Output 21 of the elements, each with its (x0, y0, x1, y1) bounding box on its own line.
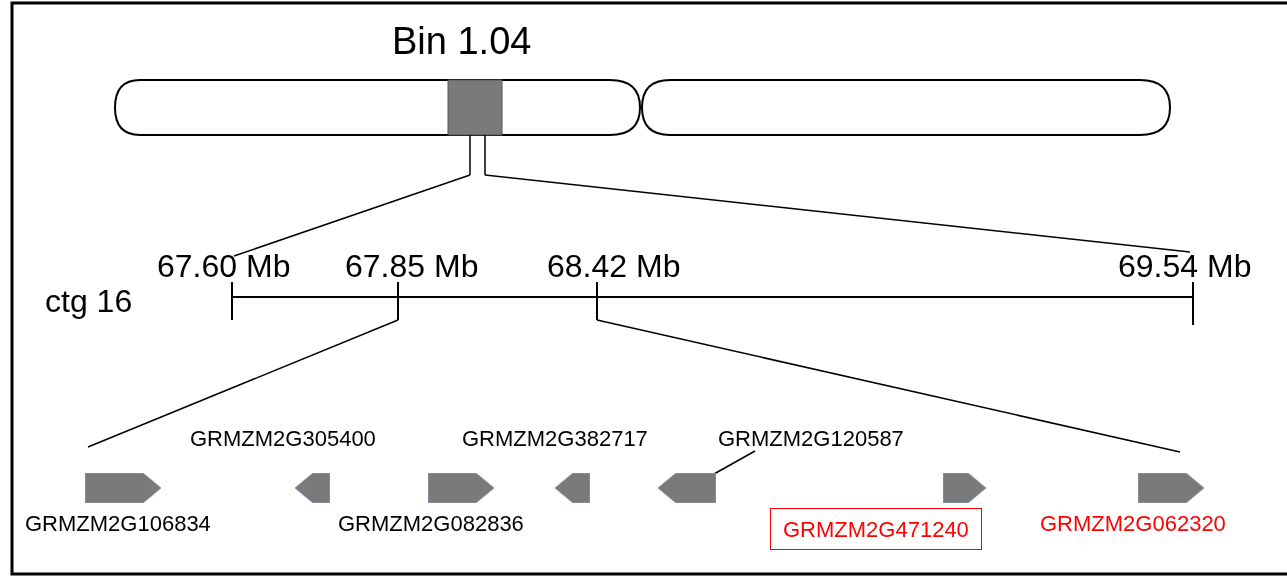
tick-label: 67.85 Mb (345, 250, 479, 282)
tick-label: 69.54 Mb (1118, 250, 1252, 282)
gene-label: GRMZM2G471240 (770, 508, 982, 550)
tick-label: 67.60 Mb (157, 250, 291, 282)
gene-label: GRMZM2G082836 (338, 513, 524, 535)
gene-arrow (943, 473, 986, 503)
gene-arrow (555, 473, 590, 503)
gene-label: GRMZM2G120587 (718, 428, 904, 450)
gene-arrow (295, 473, 330, 503)
gene-label: GRMZM2G106834 (25, 513, 211, 535)
bin-label: Bin 1.04 (392, 22, 532, 60)
contig-label: ctg 16 (45, 285, 133, 317)
gene-label: GRMZM2G382717 (462, 428, 648, 450)
gene-arrow (428, 473, 494, 503)
tick-label: 68.42 Mb (547, 250, 681, 282)
gene-label: GRMZM2G305400 (190, 428, 376, 450)
leader-line (713, 450, 756, 475)
gene-label: GRMZM2G062320 (1040, 513, 1226, 535)
gene-arrow (1138, 473, 1204, 503)
gene-arrow (658, 473, 716, 503)
gene-arrow (85, 473, 161, 503)
